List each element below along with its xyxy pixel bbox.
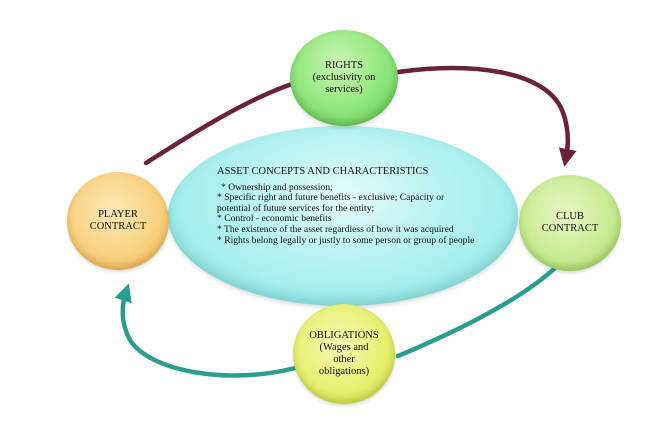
asset-point-2: * Specific right and future benefits - e… bbox=[217, 192, 445, 214]
obligations-node: OBLIGATIONS (Wages and other obligations… bbox=[293, 304, 395, 404]
player-contract-label: PLAYER CONTRACT bbox=[90, 209, 147, 233]
arrow-club-to-obligations bbox=[395, 265, 558, 359]
rights-desc-2: services) bbox=[325, 84, 363, 95]
club-contract-line-2: CONTRACT bbox=[541, 223, 599, 234]
arrow-rights-to-club bbox=[395, 65, 577, 167]
obligations-title: OBLIGATIONS bbox=[309, 330, 379, 341]
obligations-label: OBLIGATIONS (Wages and other obligations… bbox=[309, 330, 378, 378]
asset-point-3: * Control - economic benefits bbox=[217, 213, 332, 225]
asset-point-1: * Ownership and possession; bbox=[221, 181, 333, 193]
club-contract-node: CLUB CONTRACT bbox=[519, 175, 621, 271]
club-contract-line-1: CLUB bbox=[555, 211, 584, 222]
club-contract-label: CLUB CONTRACT bbox=[542, 211, 599, 235]
obligations-desc-2: other bbox=[333, 354, 355, 365]
player-contract-line-1: PLAYER bbox=[98, 209, 138, 220]
asset-concepts-text: ASSET CONCEPTS AND CHARACTERISTICS * Own… bbox=[217, 166, 479, 246]
obligations-desc-3: obligations) bbox=[318, 366, 370, 377]
rights-label: RIGHTS (exclusivity on services) bbox=[313, 60, 376, 96]
arrow-obligations-to-player bbox=[114, 283, 298, 378]
asset-concepts-ellipse bbox=[168, 126, 518, 306]
asset-point-5: * Rights belong legally or justly to som… bbox=[217, 234, 475, 246]
player-contract-line-2: CONTRACT bbox=[89, 221, 147, 232]
arrow-player-to-rights bbox=[143, 81, 295, 166]
obligations-desc-1: (Wages and bbox=[319, 342, 369, 353]
rights-node: RIGHTS (exclusivity on services) bbox=[290, 30, 398, 126]
player-contract-node: PLAYER CONTRACT bbox=[67, 172, 169, 270]
rights-desc-1: (exclusivity on bbox=[312, 72, 376, 83]
asset-point-4: * The existence of the asset regardless … bbox=[217, 223, 454, 235]
rights-title: RIGHTS bbox=[325, 60, 363, 71]
asset-concepts-title: ASSET CONCEPTS AND CHARACTERISTICS bbox=[217, 166, 429, 177]
